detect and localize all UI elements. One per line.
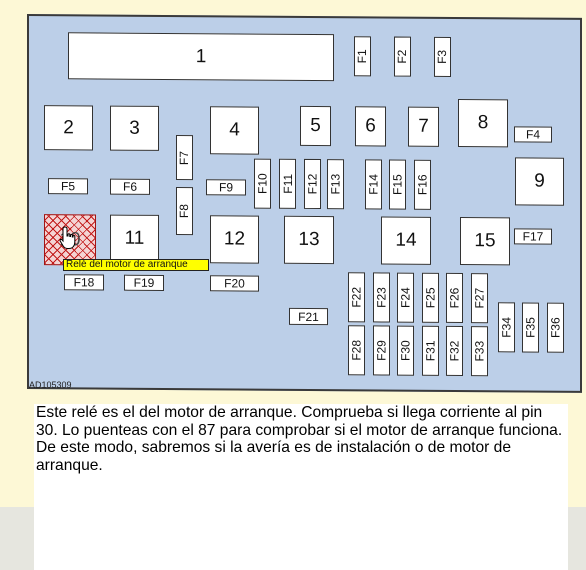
fuse-f31[interactable]: F31 (422, 325, 439, 376)
relay-14[interactable]: 14 (381, 216, 431, 265)
relay-3[interactable]: 3 (110, 105, 159, 151)
fuse-f2[interactable]: F2 (394, 36, 411, 77)
fuse-f14[interactable]: F14 (365, 159, 382, 210)
fuse-f13[interactable]: F13 (327, 159, 344, 210)
relay-12[interactable]: 12 (210, 215, 259, 264)
fuse-f34[interactable]: F34 (498, 302, 515, 353)
fuse-f27[interactable]: F27 (471, 273, 488, 324)
relay-9[interactable]: 9 (515, 157, 564, 206)
fuse-f28[interactable]: F28 (348, 325, 365, 376)
fuse-box-panel: 1 2 3 4 5 6 7 8 9 10 11 12 13 14 15 F1 F… (27, 14, 582, 393)
fuse-f11[interactable]: F11 (279, 158, 296, 209)
relay-tooltip: Relé del motor de arranque (63, 259, 209, 271)
relay-6[interactable]: 6 (355, 106, 386, 147)
fuse-f35[interactable]: F35 (522, 302, 539, 353)
fuse-f6[interactable]: F6 (110, 178, 150, 195)
fuse-f36[interactable]: F36 (547, 302, 564, 353)
fuse-f20[interactable]: F20 (210, 275, 259, 292)
fuse-f30[interactable]: F30 (397, 325, 414, 376)
fuse-f9[interactable]: F9 (206, 179, 246, 196)
relay-13[interactable]: 13 (284, 215, 334, 265)
fuse-f3[interactable]: F3 (434, 36, 451, 77)
relay-11[interactable]: 11 (110, 214, 159, 263)
fuse-f1[interactable]: F1 (354, 36, 371, 77)
fuse-f18[interactable]: F18 (64, 274, 104, 291)
fuse-f16[interactable]: F16 (414, 159, 431, 210)
relay-1[interactable]: 1 (68, 32, 334, 82)
fuse-f10[interactable]: F10 (254, 158, 271, 209)
relay-5[interactable]: 5 (300, 105, 331, 147)
relay-15[interactable]: 15 (460, 217, 510, 266)
fuse-f24[interactable]: F24 (397, 272, 414, 323)
fuse-f25[interactable]: F25 (422, 272, 439, 323)
relay-7[interactable]: 7 (408, 106, 439, 147)
fuse-f12[interactable]: F12 (304, 158, 321, 210)
fuse-f19[interactable]: F19 (124, 274, 164, 291)
fuse-f33[interactable]: F33 (471, 326, 488, 377)
fuse-f32[interactable]: F32 (446, 325, 463, 377)
fuse-f5[interactable]: F5 (48, 178, 88, 195)
relay-8[interactable]: 8 (458, 99, 508, 148)
fuse-f29[interactable]: F29 (373, 325, 390, 376)
fuse-f21[interactable]: F21 (289, 307, 328, 326)
description-text: Este relé es el del motor de arranque. C… (34, 404, 568, 570)
fuse-f8[interactable]: F8 (176, 187, 193, 236)
relay-4[interactable]: 4 (210, 106, 259, 155)
fuse-f7[interactable]: F7 (176, 135, 193, 181)
figure-code: AD105309 (29, 380, 72, 390)
fuse-f4[interactable]: F4 (514, 126, 552, 143)
hand-pointer-icon (59, 226, 76, 249)
fuse-f26[interactable]: F26 (446, 272, 463, 324)
relay-2[interactable]: 2 (44, 105, 93, 151)
fuse-f23[interactable]: F23 (373, 272, 390, 323)
fuse-f17[interactable]: F17 (514, 228, 552, 245)
fuse-f15[interactable]: F15 (389, 159, 406, 210)
fuse-f22[interactable]: F22 (348, 272, 365, 323)
